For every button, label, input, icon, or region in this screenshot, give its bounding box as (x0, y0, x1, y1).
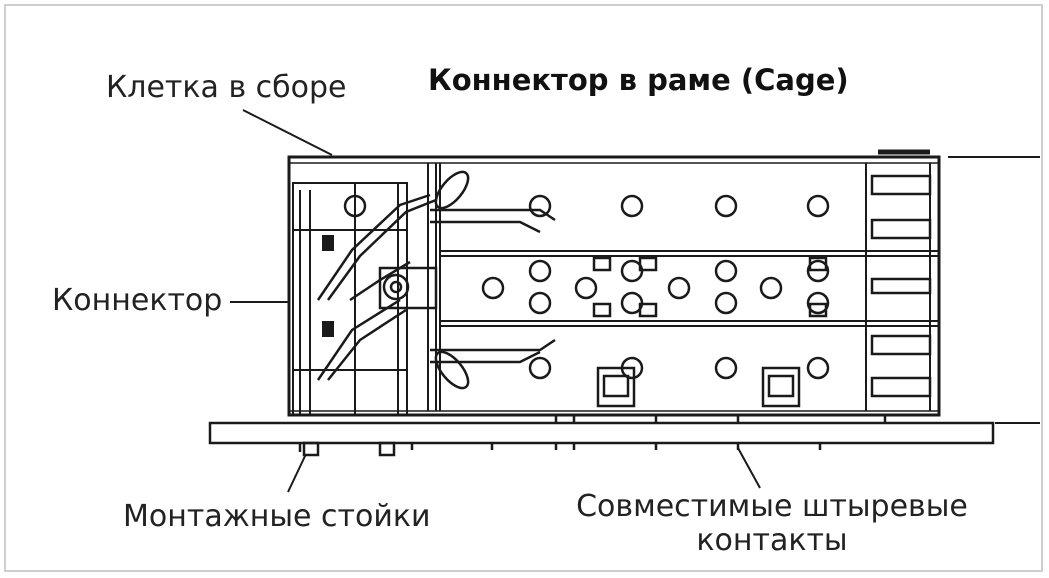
mounting-posts (298, 441, 414, 457)
leader-cage (242, 109, 333, 156)
compatible-pins (490, 415, 887, 450)
diagram-title: Коннектор в раме (Cage) (428, 63, 849, 97)
leader-pins (737, 447, 761, 489)
cage-vent-holes (343, 194, 830, 380)
label-compatible-pins: Совместимые штыревые контакты (562, 490, 982, 558)
leader-posts (287, 453, 307, 493)
cage-end-clips (870, 149, 932, 398)
connector-contacts (316, 170, 556, 390)
label-cage-assembly: Клетка в сборе (106, 70, 347, 105)
label-pins-line2: контакты (696, 523, 848, 558)
label-pins-line1: Совместимые штыревые (576, 489, 968, 524)
label-mounting-posts: Монтажные стойки (123, 499, 431, 534)
label-connector: Коннектор (52, 283, 223, 318)
cage-latches (596, 366, 801, 408)
pcb-board (208, 421, 995, 445)
